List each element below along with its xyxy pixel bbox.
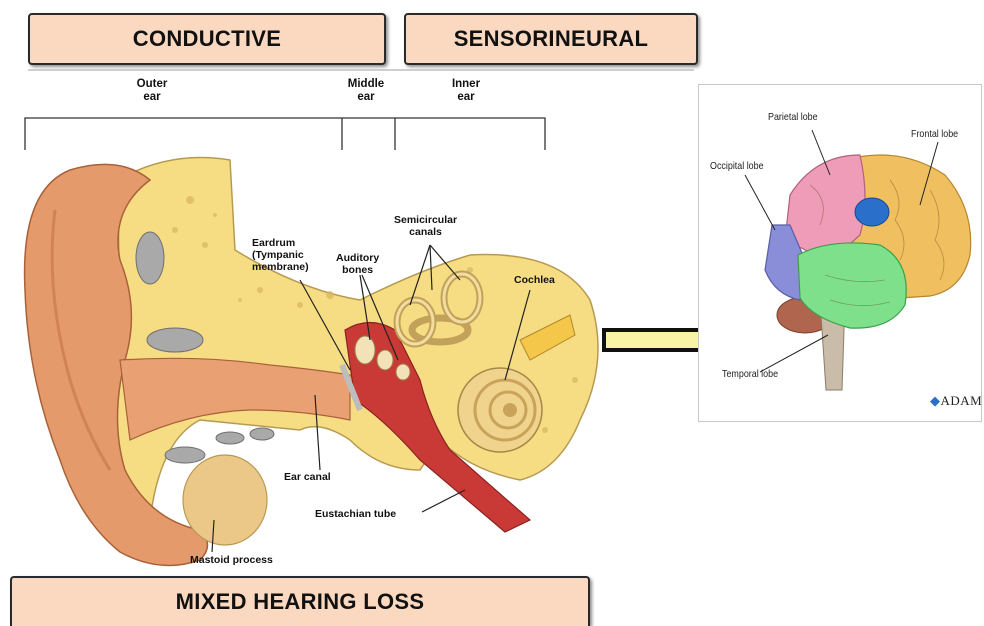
- ear-canal-label: Ear canal: [284, 471, 331, 483]
- temporal-lobe-label: Temporal lobe: [722, 368, 778, 380]
- eustachian-tube-label: Eustachian tube: [315, 508, 396, 520]
- parietal-lobe-label: Parietal lobe: [768, 111, 818, 123]
- occipital-lobe-label: Occipital lobe: [710, 160, 764, 172]
- mastoid-process: [183, 455, 267, 545]
- cochlea-shape: [458, 368, 542, 452]
- mastoid-process-label: Mastoid process: [190, 554, 273, 566]
- zone-brackets: [25, 118, 545, 150]
- frontal-lobe-label: Frontal lobe: [911, 128, 958, 140]
- adam-logo: ◆ADAM: [930, 393, 982, 409]
- cochlea-label: Cochlea: [514, 274, 555, 286]
